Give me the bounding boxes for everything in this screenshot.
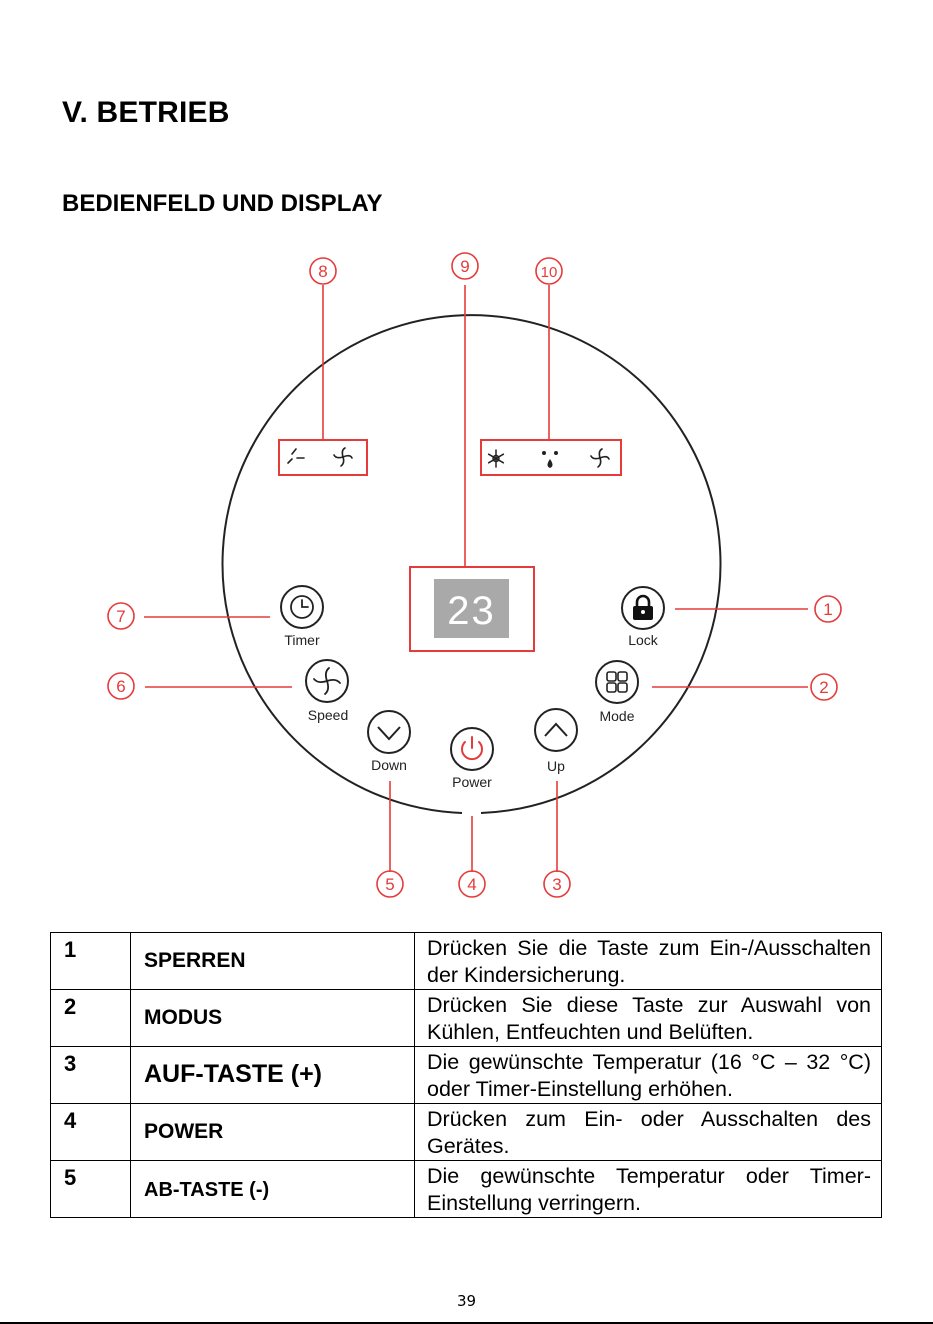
callout-6: 6	[116, 677, 125, 696]
row-number: 4	[50, 1103, 131, 1161]
fan-speed-indicator-box	[278, 439, 368, 476]
row-description: Drücken Sie diese Taste zur Auswahl von …	[414, 989, 882, 1047]
power-icon	[461, 736, 483, 761]
row-name: SPERREN	[130, 932, 415, 990]
speed-button[interactable]	[305, 659, 349, 703]
up-label: Up	[547, 758, 565, 774]
display-callout-frame	[409, 566, 535, 652]
callout-1: 1	[823, 600, 832, 619]
callout-2: 2	[819, 678, 828, 697]
bottom-rule	[0, 1322, 933, 1324]
table-row: 1 SPERREN Drücken Sie die Taste zum Ein-…	[50, 932, 882, 990]
controls-key-table: 1 SPERREN Drücken Sie die Taste zum Ein-…	[50, 932, 882, 1218]
power-button[interactable]	[450, 727, 494, 771]
lock-button[interactable]	[621, 586, 665, 630]
row-number: 3	[50, 1046, 131, 1104]
temperature-display	[434, 579, 509, 638]
mode-indicator-box	[480, 439, 622, 476]
grid-icon	[606, 671, 628, 693]
lock-label: Lock	[628, 632, 659, 648]
padlock-icon	[633, 594, 653, 620]
callout-8: 8	[318, 262, 327, 281]
mode-button[interactable]	[595, 660, 639, 704]
down-button[interactable]	[367, 710, 411, 754]
timer-label: Timer	[284, 632, 320, 648]
up-button[interactable]	[534, 708, 578, 752]
row-description: Drücken Sie die Taste zum Ein-/Ausschalt…	[414, 932, 882, 990]
row-description: Die gewünschte Temperatur oder Timer-Ein…	[414, 1160, 882, 1218]
table-row: 3 AUF-TASTE (+) Die gewünschte Temperatu…	[50, 1046, 882, 1104]
row-name: MODUS	[130, 989, 415, 1047]
temperature-value: 23	[447, 589, 496, 633]
row-name: AB-TASTE (-)	[130, 1160, 415, 1218]
table-row: 2 MODUS Drücken Sie diese Taste zur Ausw…	[50, 989, 882, 1047]
subsection-heading: BEDIENFELD UND DISPLAY	[62, 190, 383, 217]
fan-icon	[590, 448, 610, 468]
callout-4: 4	[467, 875, 476, 894]
control-panel-diagram: 23 8 9 10 7 6 1 2 5 4 3	[107, 252, 842, 898]
row-name: POWER	[130, 1103, 415, 1161]
panel-outline	[221, 314, 722, 814]
row-description: Drücken zum Ein- oder Ausschalten des Ge…	[414, 1103, 882, 1161]
power-label: Power	[452, 774, 492, 790]
timer-button[interactable]	[280, 585, 324, 629]
page-number: 39	[456, 1292, 477, 1310]
row-number: 5	[50, 1160, 131, 1218]
mode-label: Mode	[599, 708, 634, 724]
chevron-down-icon	[377, 726, 401, 741]
callout-10: 10	[541, 264, 558, 281]
row-number: 2	[50, 989, 131, 1047]
callout-3: 3	[552, 875, 561, 894]
callout-7: 7	[116, 607, 125, 626]
droplets-icon	[542, 451, 558, 468]
chevron-up-icon	[544, 722, 568, 737]
table-row: 5 AB-TASTE (-) Die gewünschte Temperatur…	[50, 1160, 882, 1218]
row-description: Die gewünschte Temperatur (16 °C – 32 °C…	[414, 1046, 882, 1104]
speed-label: Speed	[308, 707, 348, 723]
row-name: AUF-TASTE (+)	[130, 1046, 415, 1104]
fan-low-icon	[287, 448, 305, 464]
callout-9: 9	[460, 257, 469, 276]
clock-icon	[290, 595, 314, 619]
row-number: 1	[50, 932, 131, 990]
snowflake-icon	[487, 449, 505, 468]
callout-leaders	[144, 285, 808, 872]
table-row: 4 POWER Drücken zum Ein- oder Ausschalte…	[50, 1103, 882, 1161]
down-label: Down	[371, 757, 407, 773]
fan-icon	[313, 667, 341, 695]
callout-5: 5	[385, 875, 394, 894]
section-heading: V. BETRIEB	[62, 96, 230, 129]
fan-high-icon	[333, 447, 353, 467]
